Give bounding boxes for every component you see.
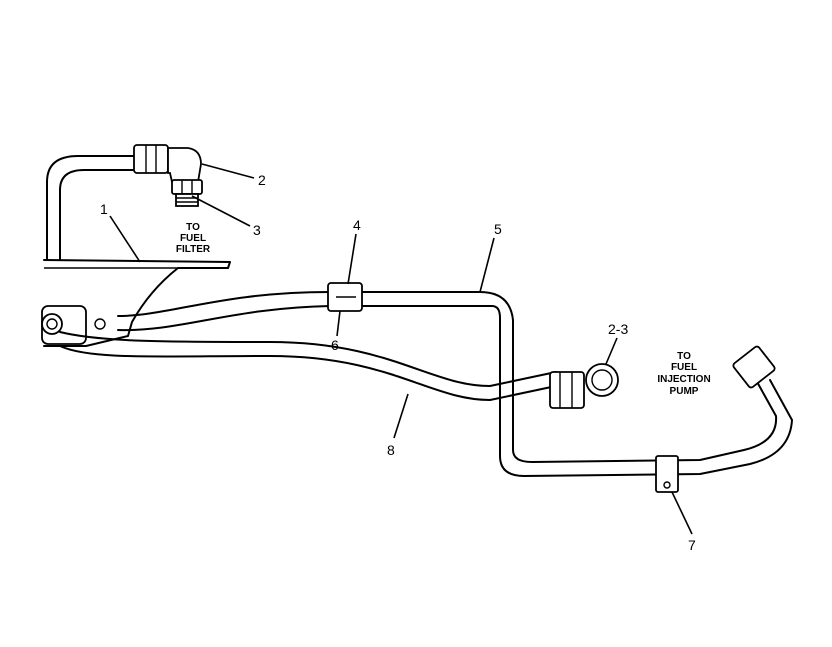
mounting-bracket — [41, 259, 231, 347]
callout-4: 4 — [353, 217, 361, 233]
callout-2: 2 — [258, 172, 266, 188]
callout-2-3: 2-3 — [608, 321, 628, 337]
note-pump-line-3: INJECTION — [657, 374, 710, 385]
note-pump-line-1: TO — [677, 351, 691, 362]
note-pump-line-4: PUMP — [670, 386, 699, 397]
callout-labels: 1 2 3 4 5 6 2-3 8 7 — [100, 172, 696, 553]
note-to-fuel-filter: TO FUEL FILTER — [176, 222, 211, 255]
line-clip-4-6 — [327, 282, 363, 312]
upper-fuel-line — [46, 155, 139, 261]
note-to-injection-pump: TO FUEL INJECTION PUMP — [657, 351, 710, 397]
elbow-fitting — [133, 144, 202, 183]
connector-nut — [171, 179, 203, 207]
note-filter-line-1: TO — [186, 222, 200, 233]
callout-7: 7 — [688, 537, 696, 553]
callout-5: 5 — [494, 221, 502, 237]
callout-3: 3 — [253, 222, 261, 238]
fuel-line-to-pump — [499, 345, 793, 493]
fuel-line-8 — [59, 331, 557, 401]
callout-8: 8 — [387, 442, 395, 458]
callout-leaders — [109, 163, 693, 535]
fitting-2-3 — [549, 363, 619, 409]
note-pump-line-2: FUEL — [671, 362, 697, 373]
callout-6: 6 — [331, 337, 339, 353]
note-filter-line-2: FUEL — [180, 233, 206, 244]
note-filter-line-3: FILTER — [176, 244, 211, 255]
fuel-line-5 — [117, 291, 514, 361]
callout-1: 1 — [100, 201, 108, 217]
